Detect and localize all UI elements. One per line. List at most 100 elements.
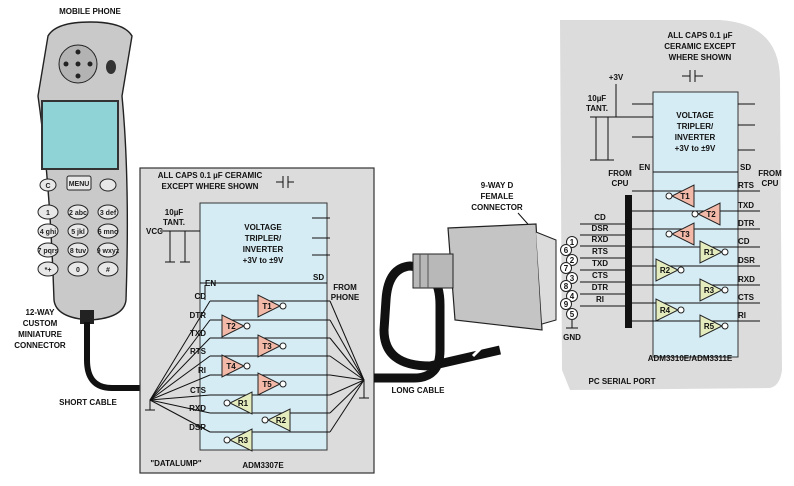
short-cable-label: SHORT CABLE [59,398,117,407]
phone-key-3: 4 ghi [40,229,56,236]
datalump-tripler-2: TRIPLER/ [245,234,282,243]
pc-receiver-r1 [699,240,724,264]
pc-right-signal-cd: CD [738,237,750,246]
phone-menu-key: MENU [69,181,90,188]
phone-key-2: 3 def [100,210,117,217]
phone-connector-line4: CONNECTOR [14,341,66,350]
pc-pin-5-label: 5 [570,310,575,319]
pc-pin-1-label: 1 [570,238,575,247]
datalump-signal-cts: CTS [190,386,207,395]
datalump-receiver-r1 [228,391,253,415]
datalump-driver-t3 [257,334,282,358]
pc-pin-3-label: 3 [570,274,575,283]
pc-caps-note-1: ALL CAPS 0.1 µF [668,31,733,40]
datalump-from-phone-1: FROM [333,283,357,292]
datalump-driver-t1 [257,294,282,318]
pc-receiver-r4 [655,298,680,322]
phone-key-4: 5 jkl [71,229,85,236]
datalump-part: ADM3307E [242,461,284,470]
pc-right-signal-dsr: DSR [738,256,755,265]
phone-key-11: # [106,267,110,274]
datalump-tripler-3: INVERTER [243,245,284,254]
pc-from-cpu-right-1: FROM [758,169,782,178]
datalump-tant-2: TANT. [163,218,185,227]
phone-key-0: 1 [46,210,50,217]
datalump-signal-dtr: DTR [190,311,207,320]
d-connector [412,223,557,331]
pc-from-cpu-left-2: CPU [612,179,629,188]
pc-part: ADM3310E/ADM3311E [648,354,733,363]
long-cable-label: LONG CABLE [392,386,446,395]
d-connector-label-3: CONNECTOR [471,203,523,212]
pc-tripler-3: INVERTER [675,133,716,142]
datalump-from-phone-2: PHONE [331,293,360,302]
datalump-receiver-r3-label: R3 [238,436,249,445]
pc-left-signal-cd: CD [594,213,606,222]
pc-tripler-1: VOLTAGE [676,111,714,120]
datalump-driver-t3-label: T3 [262,342,272,351]
pc-driver-t3 [670,222,695,246]
pc-pin-4-label: 4 [570,292,575,301]
pc-pin-4 [566,290,578,302]
phone-key-8: 9 wxyz [97,248,120,255]
pc-sd: SD [740,163,751,172]
pc-tripler-4: +3V to ±9V [675,144,716,153]
datalump-driver-t2-label: T2 [226,322,236,331]
pc-left-signal-rts: RTS [592,247,609,256]
pc-pin-9-label: 9 [564,300,569,309]
pc-pin-7 [560,262,572,274]
pc-driver-t3-label: T3 [680,230,690,239]
pc-pin-8 [560,280,572,292]
pc-left-signal-ri: RI [596,295,604,304]
pc-signal-lines: CDDSRRXDRTSTXDCTSDTRRIRTSTXDDTRCDDSRRXDC… [580,181,760,322]
pc-plus3v: +3V [609,73,624,82]
pc-left-signal-rxd: RXD [592,235,609,244]
datalump-signal-txd: TXD [190,329,206,338]
datalump-driver-t2 [221,314,246,338]
phone-key-5: 6 mno [98,229,119,236]
pc-pin-6 [560,244,572,256]
pc-footer: PC SERIAL PORT [589,377,656,386]
pc-gnd: GND [563,333,581,342]
datalump-receiver-r2 [266,408,291,432]
pc-tant-1: 10µF [588,94,607,103]
pc-chip [652,91,739,358]
pc-tripler-2: TRIPLER/ [677,122,714,131]
datalump-driver-t4-label: T4 [226,362,236,371]
datalump-tripler-1: VOLTAGE [244,223,282,232]
short-cable [84,322,146,391]
phone-connector-line2: CUSTOM [23,319,58,328]
pc-caps-note-2: CERAMIC EXCEPT [664,42,736,51]
pc-right-signal-cts: CTS [738,293,755,302]
datalump-signal-ri: RI [198,366,206,375]
datalump-tripler-4: +3V to ±9V [243,256,284,265]
phone-key-9: *+ [45,267,52,274]
pc-pin-8-label: 8 [564,282,569,291]
phone-key-10: 0 [76,267,80,274]
pc-driver-t2 [696,202,721,226]
pc-pin-1 [566,236,578,248]
pc-from-cpu-right-2: CPU [762,179,779,188]
pc-driver-t1-label: T1 [680,192,690,201]
pc-receiver-r2-label: R2 [660,266,671,275]
pc-receiver-r3 [699,278,724,302]
datalump-caps-note-1: ALL CAPS 0.1 µF CERAMIC [158,171,263,180]
pc-pin-9 [560,298,572,310]
pc-pin-2 [566,254,578,266]
pc-from-cpu-left-1: FROM [608,169,632,178]
pc-en: EN [639,163,650,172]
phone-key-6: 7 pqrs [37,248,58,255]
pc-bus-bar [625,195,632,328]
datalump-receiver-r1-label: R1 [238,399,249,408]
datalump-receiver-r3 [228,428,253,452]
pc-receiver-r1-label: R1 [704,248,715,257]
datalump-caps-note-2: EXCEPT WHERE SHOWN [162,182,259,191]
pc-tant-2: TANT. [586,104,608,113]
phone-connector-line3: MINIATURE [18,330,63,339]
pc-driver-t2-label: T2 [706,210,716,219]
phone-c-key: C [45,183,50,190]
